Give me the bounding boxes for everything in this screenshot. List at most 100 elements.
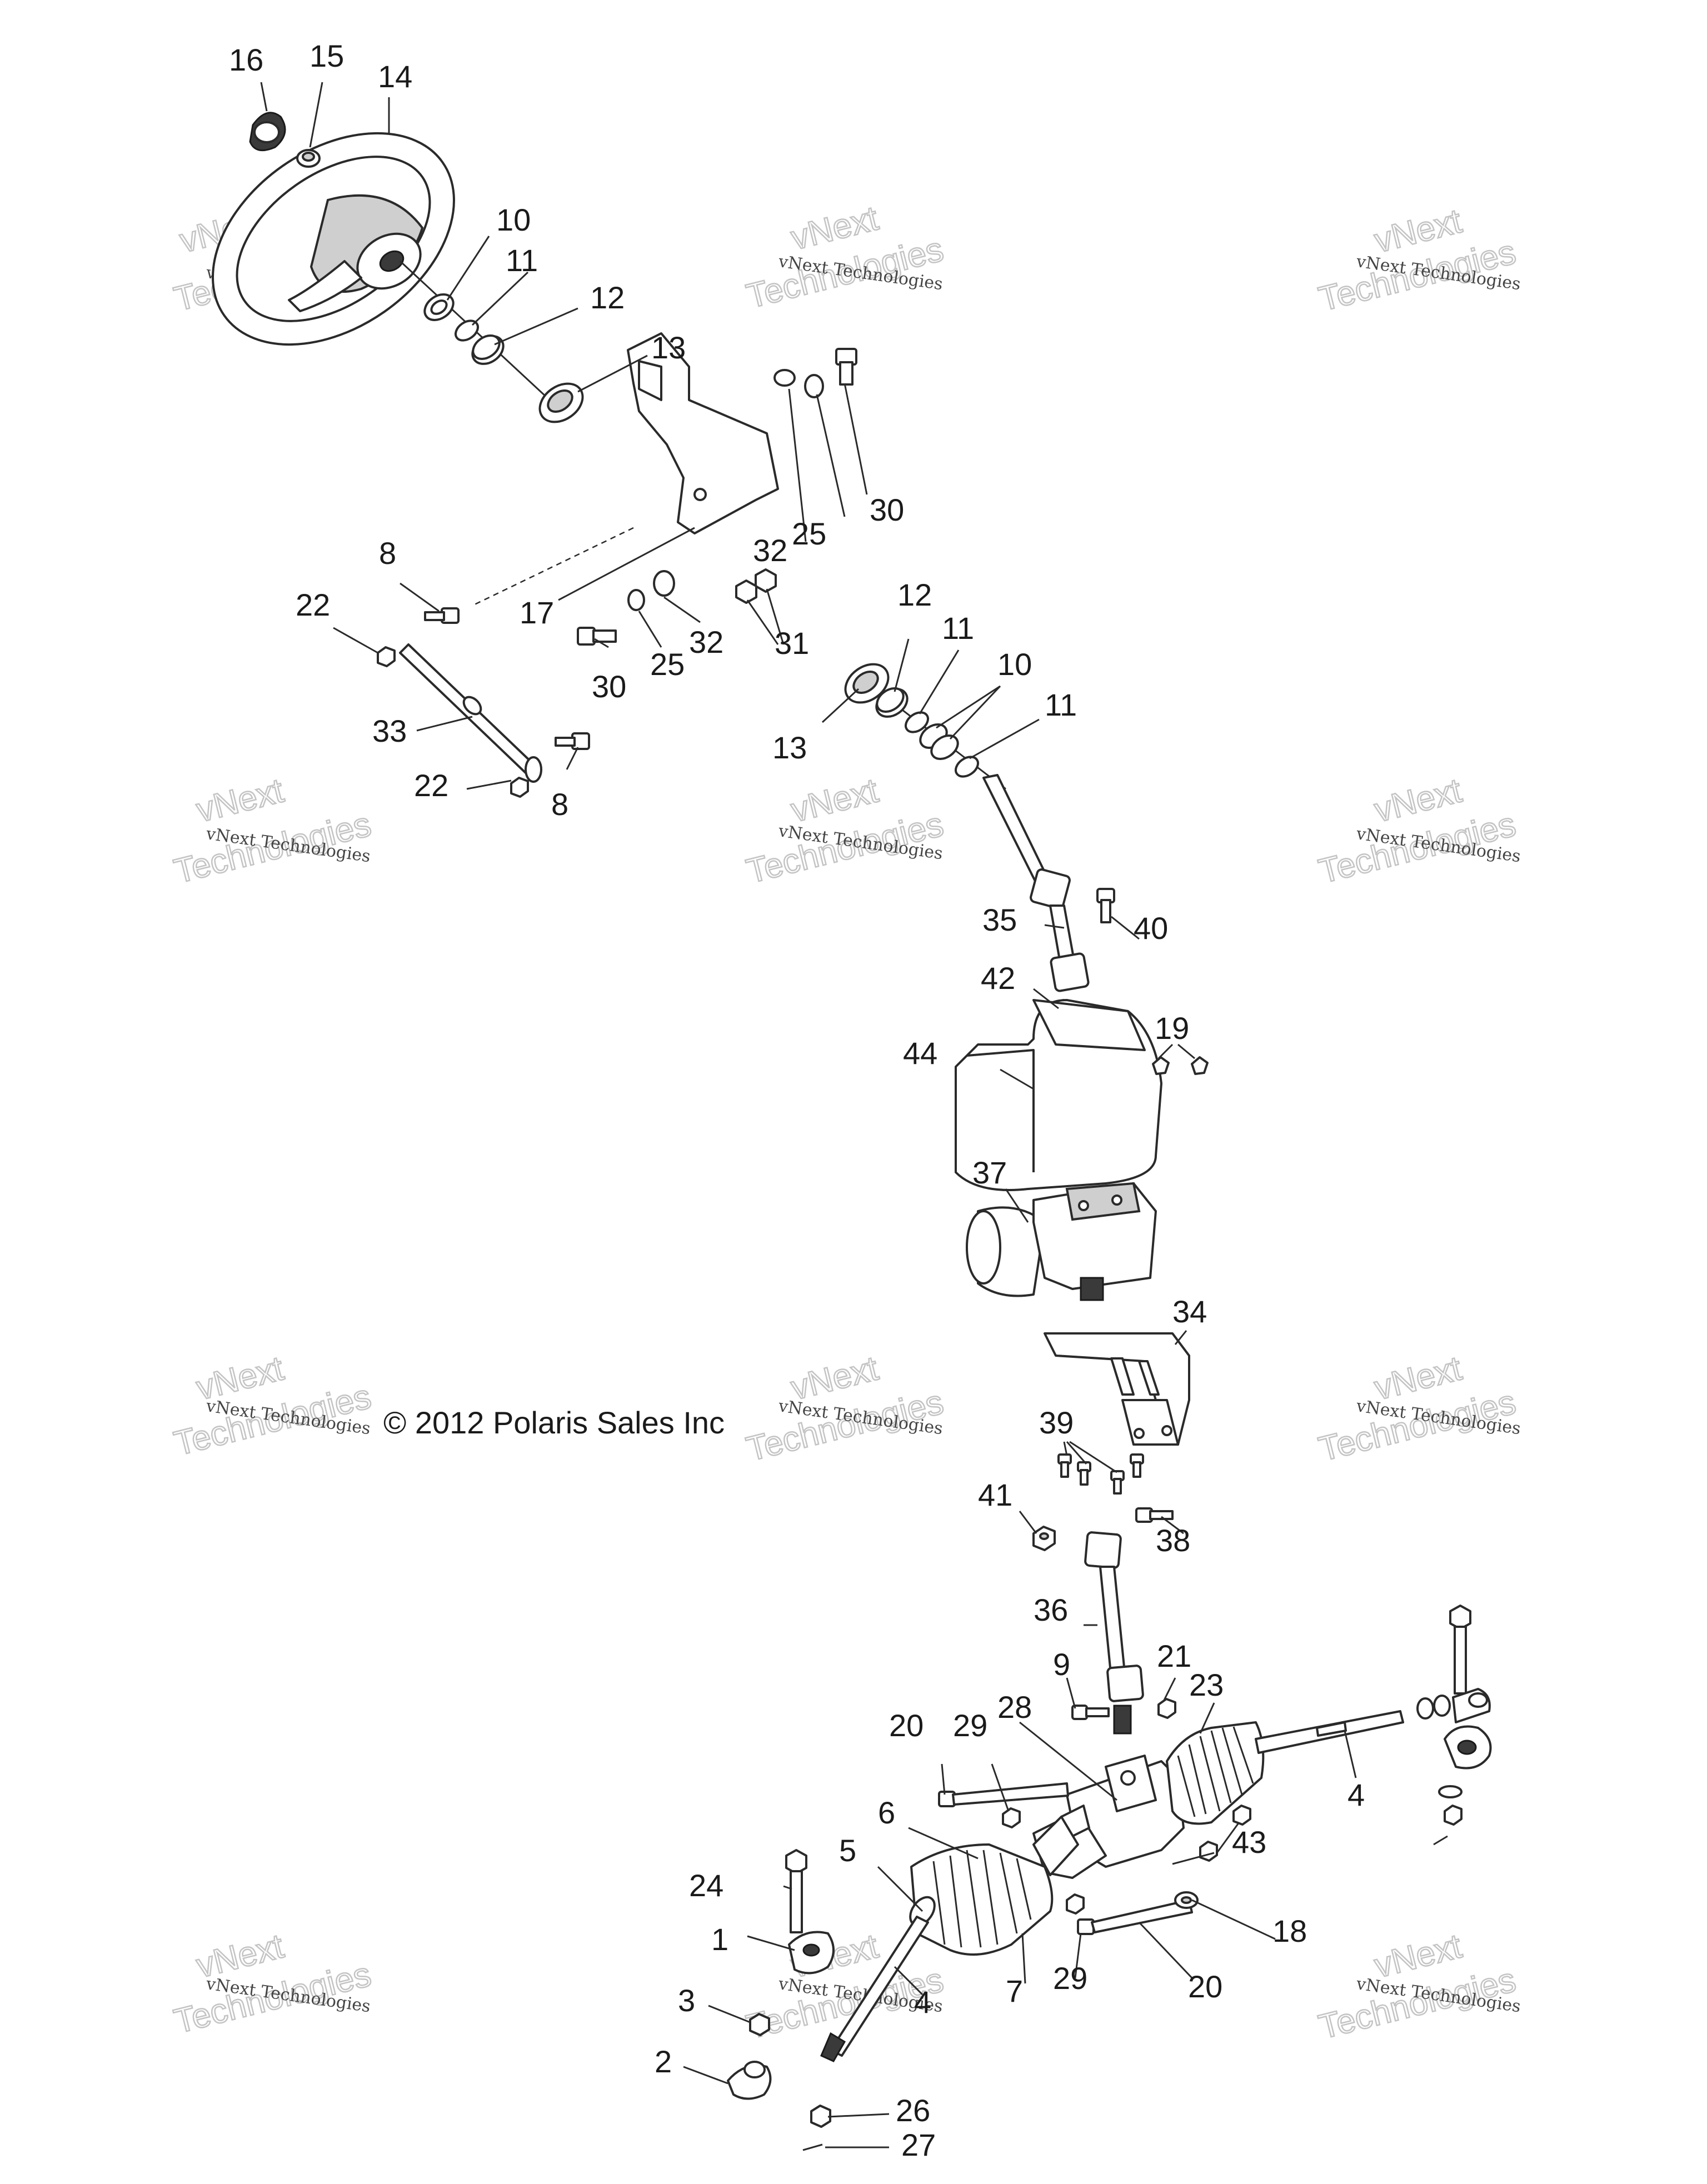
callout-23: 23 — [1189, 1667, 1224, 1702]
upper-bushing — [471, 334, 505, 365]
upper-thin-washer — [455, 319, 479, 342]
tilt-shaft — [399, 643, 542, 783]
callout-13: 13 — [772, 730, 807, 765]
callout-7: 7 — [1006, 1973, 1023, 2008]
watermark-mid-left: vNext Technologies vNext Technologies — [169, 771, 375, 892]
shaft-clamp-bolt-lower — [1071, 1705, 1110, 1720]
callout-15: 15 — [310, 38, 344, 73]
callout-37: 37 — [972, 1155, 1007, 1190]
column-nuts — [735, 568, 777, 604]
callout-2: 2 — [655, 2044, 672, 2079]
callout-30: 30 — [592, 669, 626, 704]
callout-3: 3 — [678, 1983, 695, 2018]
cotter-pin — [802, 2143, 823, 2151]
rack-flange-bolt-upper — [1002, 1807, 1021, 1828]
callout-10: 10 — [997, 647, 1032, 682]
watermark-mid-right: vNext Technologies vNext Technologies — [1314, 771, 1521, 892]
callout-1: 1 — [711, 1922, 728, 1957]
callout-39: 39 — [1039, 1405, 1074, 1440]
callout-11: 11 — [1045, 687, 1077, 722]
column-spacer-upper — [773, 369, 796, 387]
rack-mount-bolt-lower — [1077, 1899, 1193, 1935]
pivot-bolt-lower — [555, 732, 590, 750]
upper-intermediate-shaft — [982, 774, 1090, 992]
callout-26: 26 — [896, 2093, 930, 2128]
steering-rack — [820, 1710, 1404, 2062]
wheel-nut — [296, 149, 321, 168]
lower-intermediate-shaft — [1084, 1531, 1144, 1735]
callout-27: 27 — [901, 2127, 936, 2162]
callout-38: 38 — [1156, 1523, 1190, 1558]
callout-35: 35 — [982, 902, 1017, 937]
center-cap — [249, 112, 286, 152]
callout-17: 17 — [520, 595, 554, 630]
jam-nut-left — [749, 2013, 770, 2036]
watermark-mark: vNext — [787, 771, 882, 829]
left-outer-tie-rod-end — [727, 2061, 772, 2100]
steering-column — [472, 332, 779, 607]
column-washer-upper — [804, 374, 824, 398]
bracket-bolt — [1135, 1507, 1174, 1523]
callout-20: 20 — [889, 1708, 924, 1743]
callout-8: 8 — [379, 536, 396, 571]
bracket-bolts — [1057, 1453, 1144, 1495]
upper-bearing — [538, 382, 584, 423]
castle-nut — [810, 2105, 831, 2128]
watermark-top-center: vNext Technologies vNext Technologies — [742, 198, 947, 317]
callout-34: 34 — [1172, 1294, 1207, 1329]
lower-thin-washer-b — [955, 756, 979, 778]
callout-6: 6 — [878, 1795, 895, 1830]
callout-12: 12 — [590, 280, 625, 315]
callout-40: 40 — [1134, 911, 1168, 946]
callout-20: 20 — [1188, 1969, 1222, 2004]
callout-11: 11 — [942, 611, 974, 646]
pivot-nut-lower — [510, 777, 529, 798]
cover-push-pins — [1152, 1056, 1209, 1075]
callout-24: 24 — [689, 1868, 723, 1903]
lower-bearing — [844, 663, 890, 704]
callout-13: 13 — [651, 330, 686, 365]
column-bolt-lower — [577, 627, 617, 646]
watermark-top-right: vNext Technologies vNext Technologies — [1314, 201, 1521, 319]
steering-wheel — [212, 132, 455, 346]
callout-25: 25 — [650, 647, 685, 682]
callout-42: 42 — [981, 961, 1015, 996]
eps-cover — [955, 999, 1162, 1191]
bracket-nut — [1032, 1526, 1056, 1551]
callout-29: 29 — [953, 1708, 987, 1743]
callout-21: 21 — [1157, 1638, 1191, 1673]
callout-31: 31 — [775, 626, 809, 661]
callout-18: 18 — [1272, 1913, 1307, 1948]
callout-44: 44 — [903, 1036, 937, 1071]
callout-4: 4 — [914, 1985, 931, 2020]
watermark-mark: vNext — [193, 771, 287, 829]
lower-bushing — [875, 687, 909, 718]
column-bolt-upper — [835, 348, 857, 386]
shaft-clamp-nut-lower — [1157, 1698, 1176, 1719]
column-spacer-lower — [653, 570, 675, 597]
pivot-nut-upper — [377, 646, 396, 667]
callout-10: 10 — [496, 202, 531, 237]
callout-19: 19 — [1155, 1011, 1189, 1046]
watermark-lower-left: vNext Technologies vNext Technologies — [169, 1348, 375, 1464]
right-tie-rod-joint — [1444, 1725, 1492, 1770]
callout-22: 22 — [414, 768, 448, 803]
right-tie-rod-washer-nut — [1433, 1785, 1463, 1846]
shaft-clamp-bolt-upper — [1096, 888, 1115, 923]
watermark-lower-right: vNext Technologies vNext Technologies — [1314, 1348, 1521, 1470]
rack-mount-bolt-upper — [938, 1782, 1069, 1807]
callout-14: 14 — [378, 59, 412, 94]
callout-25: 25 — [792, 516, 826, 551]
watermark-bottom-left: vNext Technologies vNext Technologies — [169, 1926, 375, 2042]
callout-28: 28 — [997, 1690, 1032, 1725]
lower-thin-washer-a — [905, 711, 929, 733]
callout-43: 43 — [1232, 1825, 1266, 1860]
callout-30: 30 — [870, 492, 904, 527]
left-tie-rod-end — [788, 1931, 835, 1975]
callout-29: 29 — [1053, 1961, 1087, 1996]
right-tie-rod-end — [1416, 1688, 1491, 1723]
callout-5: 5 — [839, 1833, 856, 1868]
watermark-mid-center: vNext Technologies vNext Technologies — [742, 771, 947, 892]
callout-labels: 16 15 14 10 11 12 13 30 25 32 31 17 32 2… — [229, 38, 1365, 2162]
